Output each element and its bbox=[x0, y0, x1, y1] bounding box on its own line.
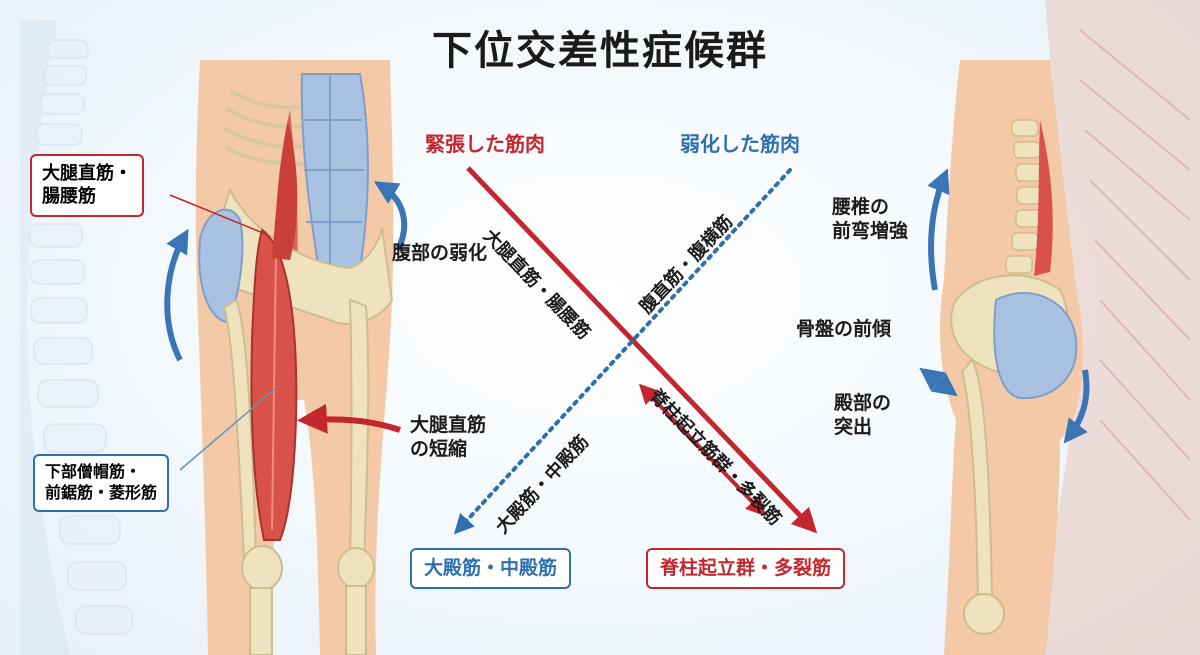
tight-muscle-header: 緊張した筋肉 bbox=[425, 132, 545, 156]
callout-top-line2: 腸腰筋 bbox=[42, 186, 96, 208]
page-title: 下位交差性症候群 bbox=[432, 28, 768, 74]
callout-rectus-iliopsoas: 大腿直筋・ 腸腰筋 bbox=[30, 154, 144, 217]
gluteal-protrusion-label: 殿部の 突出 bbox=[834, 392, 891, 440]
weak-muscle-header: 弱化した筋肉 bbox=[680, 132, 800, 156]
left-body bbox=[164, 60, 408, 655]
lumbar-line1: 腰椎の bbox=[832, 196, 890, 218]
pelvic-tilt-label: 骨盤の前傾 bbox=[796, 318, 892, 340]
tight-muscle-box: 脊柱起立群・多裂筋 bbox=[646, 548, 846, 589]
gluteal-line2: 突出 bbox=[834, 415, 873, 438]
weak-muscle-box: 大殿筋・中殿筋 bbox=[410, 548, 572, 589]
callout-lower-trapezius: 下部僧帽筋・ 前鋸筋・菱形筋 bbox=[33, 454, 170, 512]
gluteal-line1: 殿部の bbox=[834, 392, 892, 414]
callout-top-line1: 大腿直筋・ bbox=[42, 163, 132, 184]
rectus-shortening-line2: の短縮 bbox=[410, 437, 468, 460]
abdominal-weakness-label: 腹部の弱化 bbox=[392, 242, 488, 264]
lumbar-line2: 前弯増強 bbox=[832, 219, 909, 242]
rectus-shortening-label: 大腿直筋 の短縮 bbox=[410, 414, 486, 462]
left-spine-silhouette bbox=[20, 20, 133, 655]
crossed-lines bbox=[453, 166, 818, 535]
lumbar-lordosis-label: 腰椎の 前弯増強 bbox=[832, 196, 908, 244]
callout-bottom-line1: 下部僧帽筋・ bbox=[45, 462, 142, 481]
rectus-shortening-line1: 大腿直筋 bbox=[410, 414, 487, 436]
right-body bbox=[919, 0, 1200, 655]
callout-bottom-line2: 前鋸筋・菱形筋 bbox=[45, 482, 158, 502]
